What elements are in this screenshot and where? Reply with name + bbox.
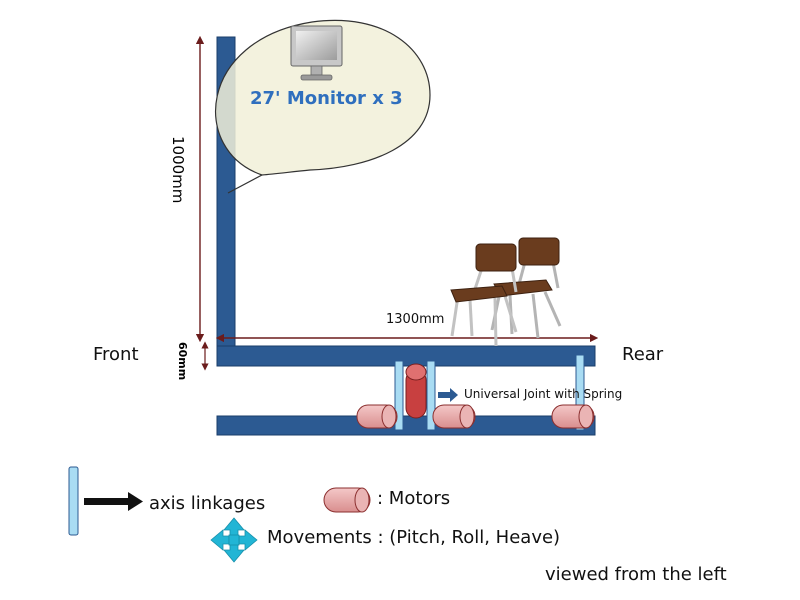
height-dimension-label: 1000mm: [169, 136, 187, 204]
axis-linkage-middle: [426, 360, 436, 431]
monitor-label: 27' Monitor x 3: [250, 88, 403, 109]
legend-axis-label: axis linkages: [149, 493, 266, 514]
axis-linkage-rear: [575, 354, 585, 431]
rear-label: Rear: [622, 344, 664, 365]
motor-rear: [551, 404, 595, 429]
joint-callout-arrow: [438, 388, 458, 402]
move-arrows-icon: [210, 517, 258, 563]
platform-lower: [216, 415, 596, 436]
gap-dimension-label: 60mm: [176, 342, 189, 381]
chair-icon: [450, 237, 562, 347]
motor-icon: [323, 487, 371, 513]
motor-middle: [432, 404, 476, 429]
monitor-speech-bubble: [215, 19, 431, 194]
axis-linkage-front: [394, 360, 404, 431]
legend-motors-label: : Motors: [377, 488, 451, 509]
legend-movements-label: Movements : (Pitch, Roll, Heave): [267, 527, 561, 548]
view-note: viewed from the left: [545, 564, 727, 585]
front-label: Front: [93, 344, 139, 365]
monitor-icon: [290, 25, 343, 81]
platform-upper: [216, 345, 596, 367]
joint-callout-label: Universal Joint with Spring: [464, 387, 623, 401]
length-dimension-label: 1300mm: [386, 312, 445, 327]
axis-linkage-icon: [68, 466, 143, 536]
universal-joint-motor: [405, 363, 427, 419]
motor-front: [356, 404, 398, 429]
